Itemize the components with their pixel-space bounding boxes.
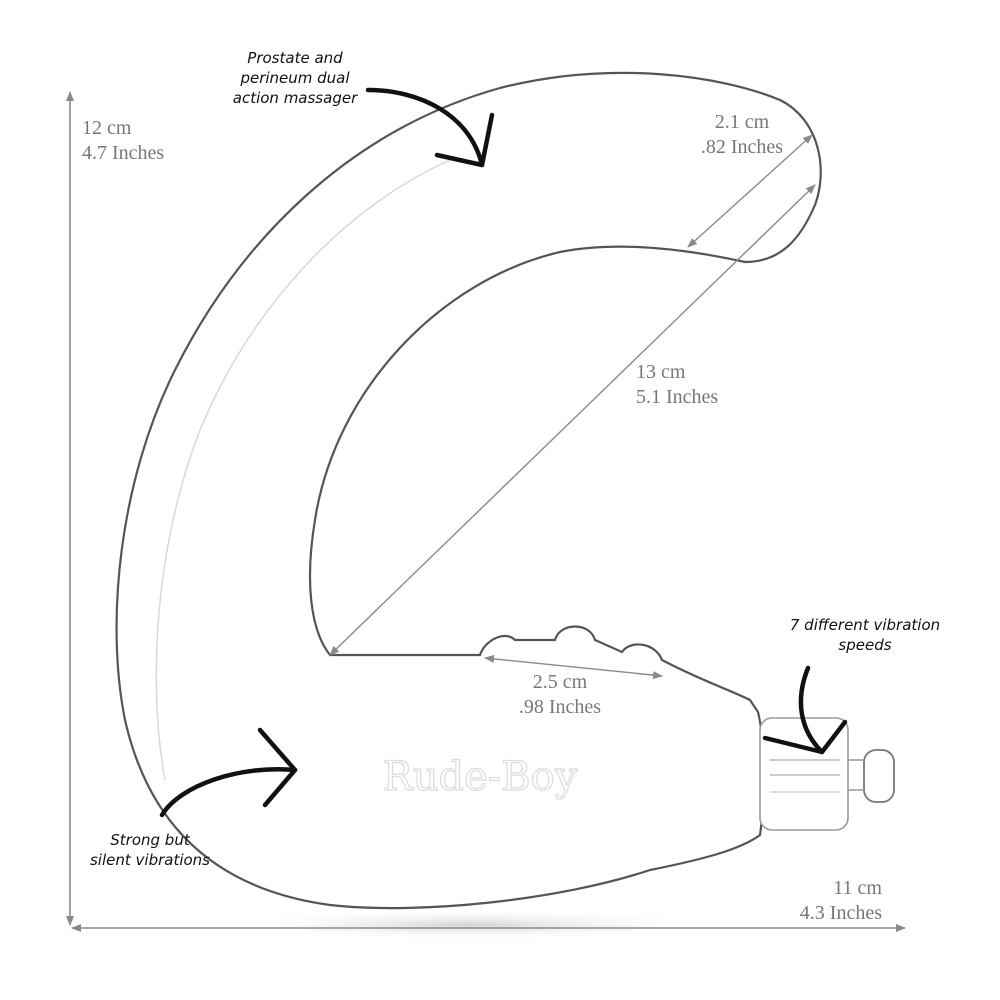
dual-action-line-1: Prostate and	[247, 49, 343, 67]
dual-action-arrow	[365, 87, 495, 168]
total-width-inches: 4.3 Inches	[799, 902, 882, 924]
ridge-length-inches: .98 Inches	[518, 696, 602, 718]
inner-length-dimension-line	[329, 184, 816, 656]
ridge-length-dimension-line	[484, 654, 663, 680]
silent-vibrations-line-1: Strong but	[110, 831, 190, 849]
tip-width-cm: 2.1 cm	[714, 111, 770, 133]
silent-vibrations-arrow	[159, 727, 298, 818]
tip-width-inches: .82 Inches	[700, 136, 784, 158]
product-body-outline	[115, 71, 822, 910]
dual-action-annotation: Prostate and perineum dual action massag…	[210, 48, 380, 108]
vibration-speeds-line-2: speeds	[838, 636, 892, 654]
total-width-dimension-label: 11 cm 4.3 Inches	[740, 876, 882, 926]
height-dimension-label: 12 cm 4.7 Inches	[82, 116, 164, 166]
inner-length-dimension-label: 13 cm 5.1 Inches	[636, 360, 718, 410]
silent-vibrations-annotation: Strong but silent vibrations	[70, 830, 230, 870]
vibration-speeds-arrow	[762, 665, 848, 755]
ridge-length-cm: 2.5 cm	[532, 671, 588, 693]
vibration-speeds-line-1: 7 different vibration	[789, 616, 941, 634]
floor-shadow	[210, 909, 730, 941]
height-inches: 4.7 Inches	[82, 142, 165, 164]
ridge-length-dimension-label: 2.5 cm .98 Inches	[490, 670, 630, 720]
dual-action-line-3: action massager	[232, 89, 358, 107]
tip-width-dimension-label: 2.1 cm .82 Inches	[672, 110, 812, 160]
dual-action-line-2: perineum dual	[240, 69, 350, 87]
height-cm: 12 cm	[82, 117, 132, 139]
embossed-logo: Rude-Boy	[383, 754, 578, 800]
vibration-speeds-annotation: 7 different vibration speeds	[755, 615, 975, 655]
bullet-vibrator	[759, 717, 895, 831]
inner-length-cm: 13 cm	[636, 361, 686, 383]
inner-length-inches: 5.1 Inches	[636, 386, 719, 408]
bullet-end-cap	[863, 749, 895, 803]
total-width-cm: 11 cm	[833, 877, 882, 899]
silent-vibrations-line-2: silent vibrations	[89, 851, 210, 869]
